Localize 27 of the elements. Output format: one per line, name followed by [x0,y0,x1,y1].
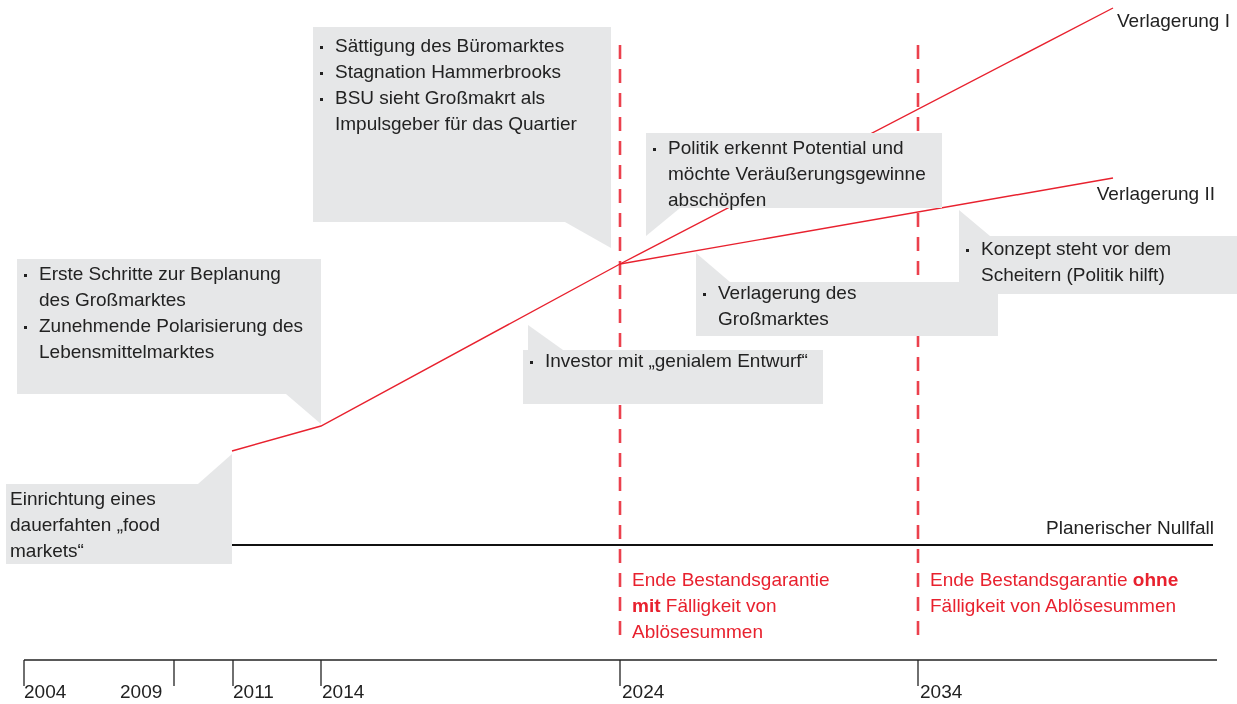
callout-text: Investor mit „genialem Entwurf“ [527,348,817,374]
year-label: 2014 [322,680,366,704]
callout-box [313,27,611,248]
callout-box [6,454,232,564]
callout-box [523,325,823,404]
callout-text: Konzept steht vor dem Scheitern (Politik hilft) [963,236,1235,288]
year-label: 2004 [24,680,68,704]
callout-text: Stagnation Hammerbrooks [317,59,607,85]
callout-box [646,133,942,236]
year-label: 2034 [920,680,964,704]
line-label: Planerischer Nullfall [1045,516,1214,540]
callout-text: Zunehmende Polarisierung des Lebensmittelmarktes [21,313,311,365]
callout-box [959,210,1237,294]
line-label: Verlagerung I [1115,9,1230,33]
callout-text: BSU sieht Großmakrt als Impulsgeber für das Quartier [317,85,607,137]
callout-box [17,259,321,424]
callout-text: Politik erkennt Potential und möchte Veräußerungsgewinne abschöpfen [650,135,940,213]
year-label: 2009 [120,680,164,704]
note-text: Ende Bestandsgarantie ohne Fälligkeit von Ablösesummen [930,568,1180,618]
note-text: Ende Bestandsgarantie mit Fälligkeit von Ablösesummen [632,568,831,644]
year-label: 2011 [233,680,275,704]
callout-text: Sättigung des Büromarktes [317,33,607,59]
line-label: Verlagerung II [1095,182,1215,206]
callout-text: Einrichtung eines dauerfahten „food markets“ [9,487,161,563]
callout-text: Erste Schritte zur Beplanung des Großmarktes [21,261,311,313]
year-label: 2024 [622,680,666,704]
callout-text: Verlagerung des Großmarktes [700,280,940,332]
